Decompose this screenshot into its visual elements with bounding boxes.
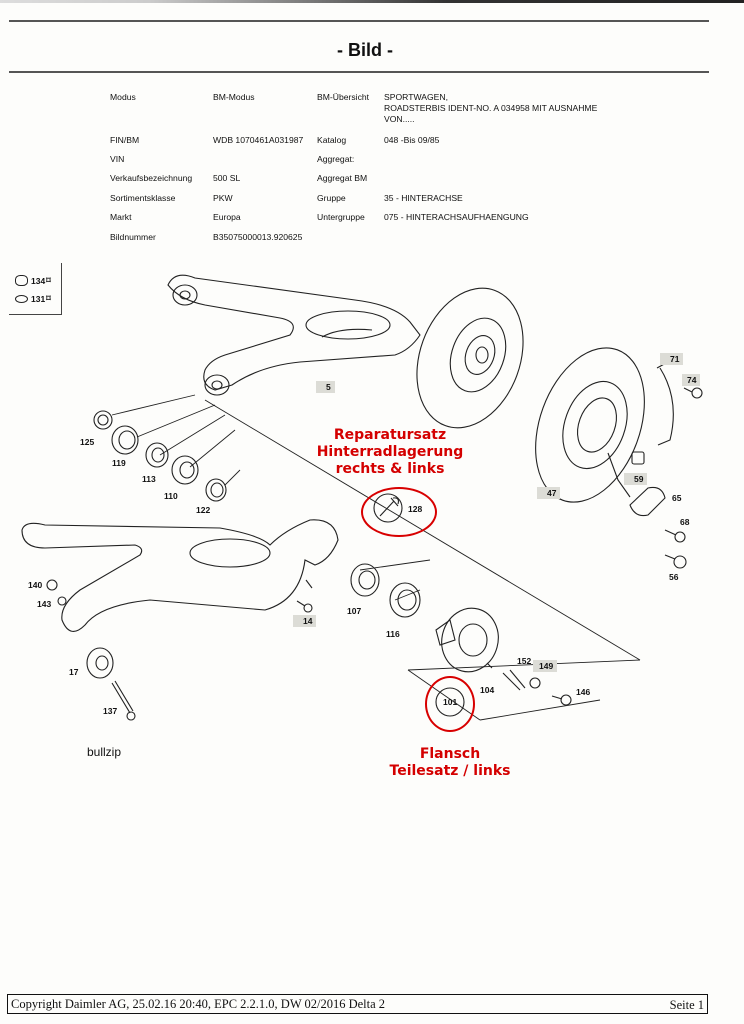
- meta-label-katalog: Katalog: [317, 135, 347, 145]
- meta-label-modus: Modus: [110, 92, 136, 102]
- scan-edge: [0, 0, 744, 3]
- part-label-71[interactable]: 71: [660, 353, 684, 365]
- guide-lines: [111, 394, 641, 721]
- small-parts-drawing: [46, 579, 313, 721]
- nut-icon: [15, 275, 28, 286]
- legend-number: 134: [31, 275, 46, 286]
- header-rule-bottom: [9, 71, 709, 73]
- part-label-74[interactable]: 74: [682, 374, 701, 386]
- part-label-146[interactable]: 146: [576, 687, 591, 697]
- part-label-140[interactable]: 140: [28, 580, 43, 590]
- meta-value-gruppe: 35 - HINTERACHSE: [384, 193, 463, 203]
- meta-label-aggregat: Aggregat:: [317, 154, 355, 164]
- legend-box: 134 ⌑ 131 ⌑: [9, 263, 62, 315]
- legend-symbol-icon: ⌑: [46, 275, 51, 285]
- footer-copyright: Copyright Daimler AG, 25.02.16 20:40, EP…: [11, 997, 386, 1011]
- part-label-110[interactable]: 110: [164, 491, 178, 501]
- meta-label-bildnummer: Bildnummer: [110, 232, 156, 242]
- part-label-122[interactable]: 122: [196, 505, 211, 515]
- part-label-68[interactable]: 68: [680, 517, 690, 527]
- highlight-ring-128: [361, 487, 437, 537]
- footer: Copyright Daimler AG, 25.02.16 20:40, EP…: [7, 994, 708, 1014]
- meta-label-sortiment: Sortimentsklasse: [110, 193, 176, 203]
- meta-value-bm-uebersicht-3: VON.....: [384, 114, 415, 124]
- callout-line: Flansch: [419, 746, 481, 762]
- watermark-text: bullzip: [87, 745, 122, 759]
- part-label-119[interactable]: 119: [112, 458, 126, 468]
- part-label-5[interactable]: 5: [316, 381, 335, 393]
- page-title: - Bild -: [337, 40, 393, 60]
- meta-label-gruppe: Gruppe: [317, 193, 346, 203]
- meta-value-markt: Europa: [213, 212, 241, 222]
- meta-value-bm-uebersicht-2: ROADSTERBIS IDENT-NO. A 034958 MIT AUSNA…: [384, 103, 598, 113]
- meta-label-markt: Markt: [110, 212, 132, 222]
- callout-repair-kit: Reparatursatz Hinterradlagerung rechts &…: [305, 427, 475, 478]
- highlight-ring-101: [425, 676, 475, 732]
- meta-value-katalog: 048 -Bis 09/85: [384, 135, 440, 145]
- callout-line: Reparatursatz: [333, 427, 447, 443]
- part-label-113[interactable]: 113: [142, 474, 156, 484]
- part-label-125[interactable]: 125: [80, 437, 95, 447]
- meta-label-vin: VIN: [110, 154, 125, 164]
- callout-line: rechts & links: [335, 461, 445, 477]
- legend-row-131: 131 ⌑: [15, 293, 51, 304]
- lower-trailing-arm-drawing: [21, 519, 339, 632]
- upper-trailing-arm-drawing: [167, 274, 421, 396]
- part-label-59[interactable]: 59: [624, 473, 648, 485]
- washer-icon: [15, 294, 28, 303]
- part-label-47[interactable]: 47: [537, 487, 561, 499]
- legend-row-134: 134 ⌑: [15, 275, 51, 286]
- callout-line: Teilesatz / links: [389, 763, 511, 779]
- meta-value-verkauf: 500 SL: [213, 173, 241, 183]
- meta-label-verkauf: Verkaufsbezeichnung: [110, 173, 193, 183]
- legend-symbol-icon: ⌑: [46, 293, 51, 303]
- meta-value-modus: BM-Modus: [213, 92, 255, 102]
- hub-disc-drawing: [416, 287, 524, 429]
- flange-hub-drawing: [435, 607, 572, 706]
- meta-value-bm-uebersicht-1: SPORTWAGEN,: [384, 92, 448, 102]
- meta-value-fin: WDB 1070461A031987: [213, 135, 304, 145]
- part-label-107[interactable]: 107: [347, 606, 362, 616]
- part-label-116[interactable]: 116: [386, 629, 400, 639]
- part-label-65[interactable]: 65: [672, 493, 682, 503]
- meta-label-fin: FIN/BM: [110, 135, 140, 145]
- meta-label-untergruppe: Untergruppe: [317, 212, 365, 222]
- part-label-149[interactable]: 149: [533, 660, 558, 672]
- legend-number: 131: [31, 293, 46, 304]
- meta-value-bildnummer: B35075000013.920625: [213, 232, 303, 242]
- part-label-137[interactable]: 137: [103, 706, 118, 716]
- meta-value-untergruppe: 075 - HINTERACHSAUFHAENGUNG: [384, 212, 529, 222]
- part-label-14[interactable]: 14: [293, 615, 317, 627]
- part-label-152[interactable]: 152: [517, 656, 532, 666]
- meta-value-sortiment: PKW: [213, 193, 233, 203]
- header-rule-top: [9, 20, 709, 22]
- callout-flange: Flansch Teilesatz / links: [370, 746, 530, 780]
- bearing-rings-drawing: [93, 410, 421, 618]
- callout-line: Hinterradlagerung: [316, 444, 464, 460]
- part-label-104[interactable]: 104: [480, 685, 495, 695]
- part-label-56[interactable]: 56: [669, 572, 679, 582]
- meta-label-bm-uebersicht: BM-Übersicht: [317, 92, 370, 102]
- footer-page-number: Seite 1: [669, 998, 704, 1012]
- brake-hardware-drawing: [607, 361, 703, 569]
- part-label-143[interactable]: 143: [37, 599, 52, 609]
- dust-shield-drawing: [535, 347, 645, 503]
- meta-label-aggregat-bm: Aggregat BM: [317, 173, 368, 183]
- part-label-17[interactable]: 17: [69, 667, 79, 677]
